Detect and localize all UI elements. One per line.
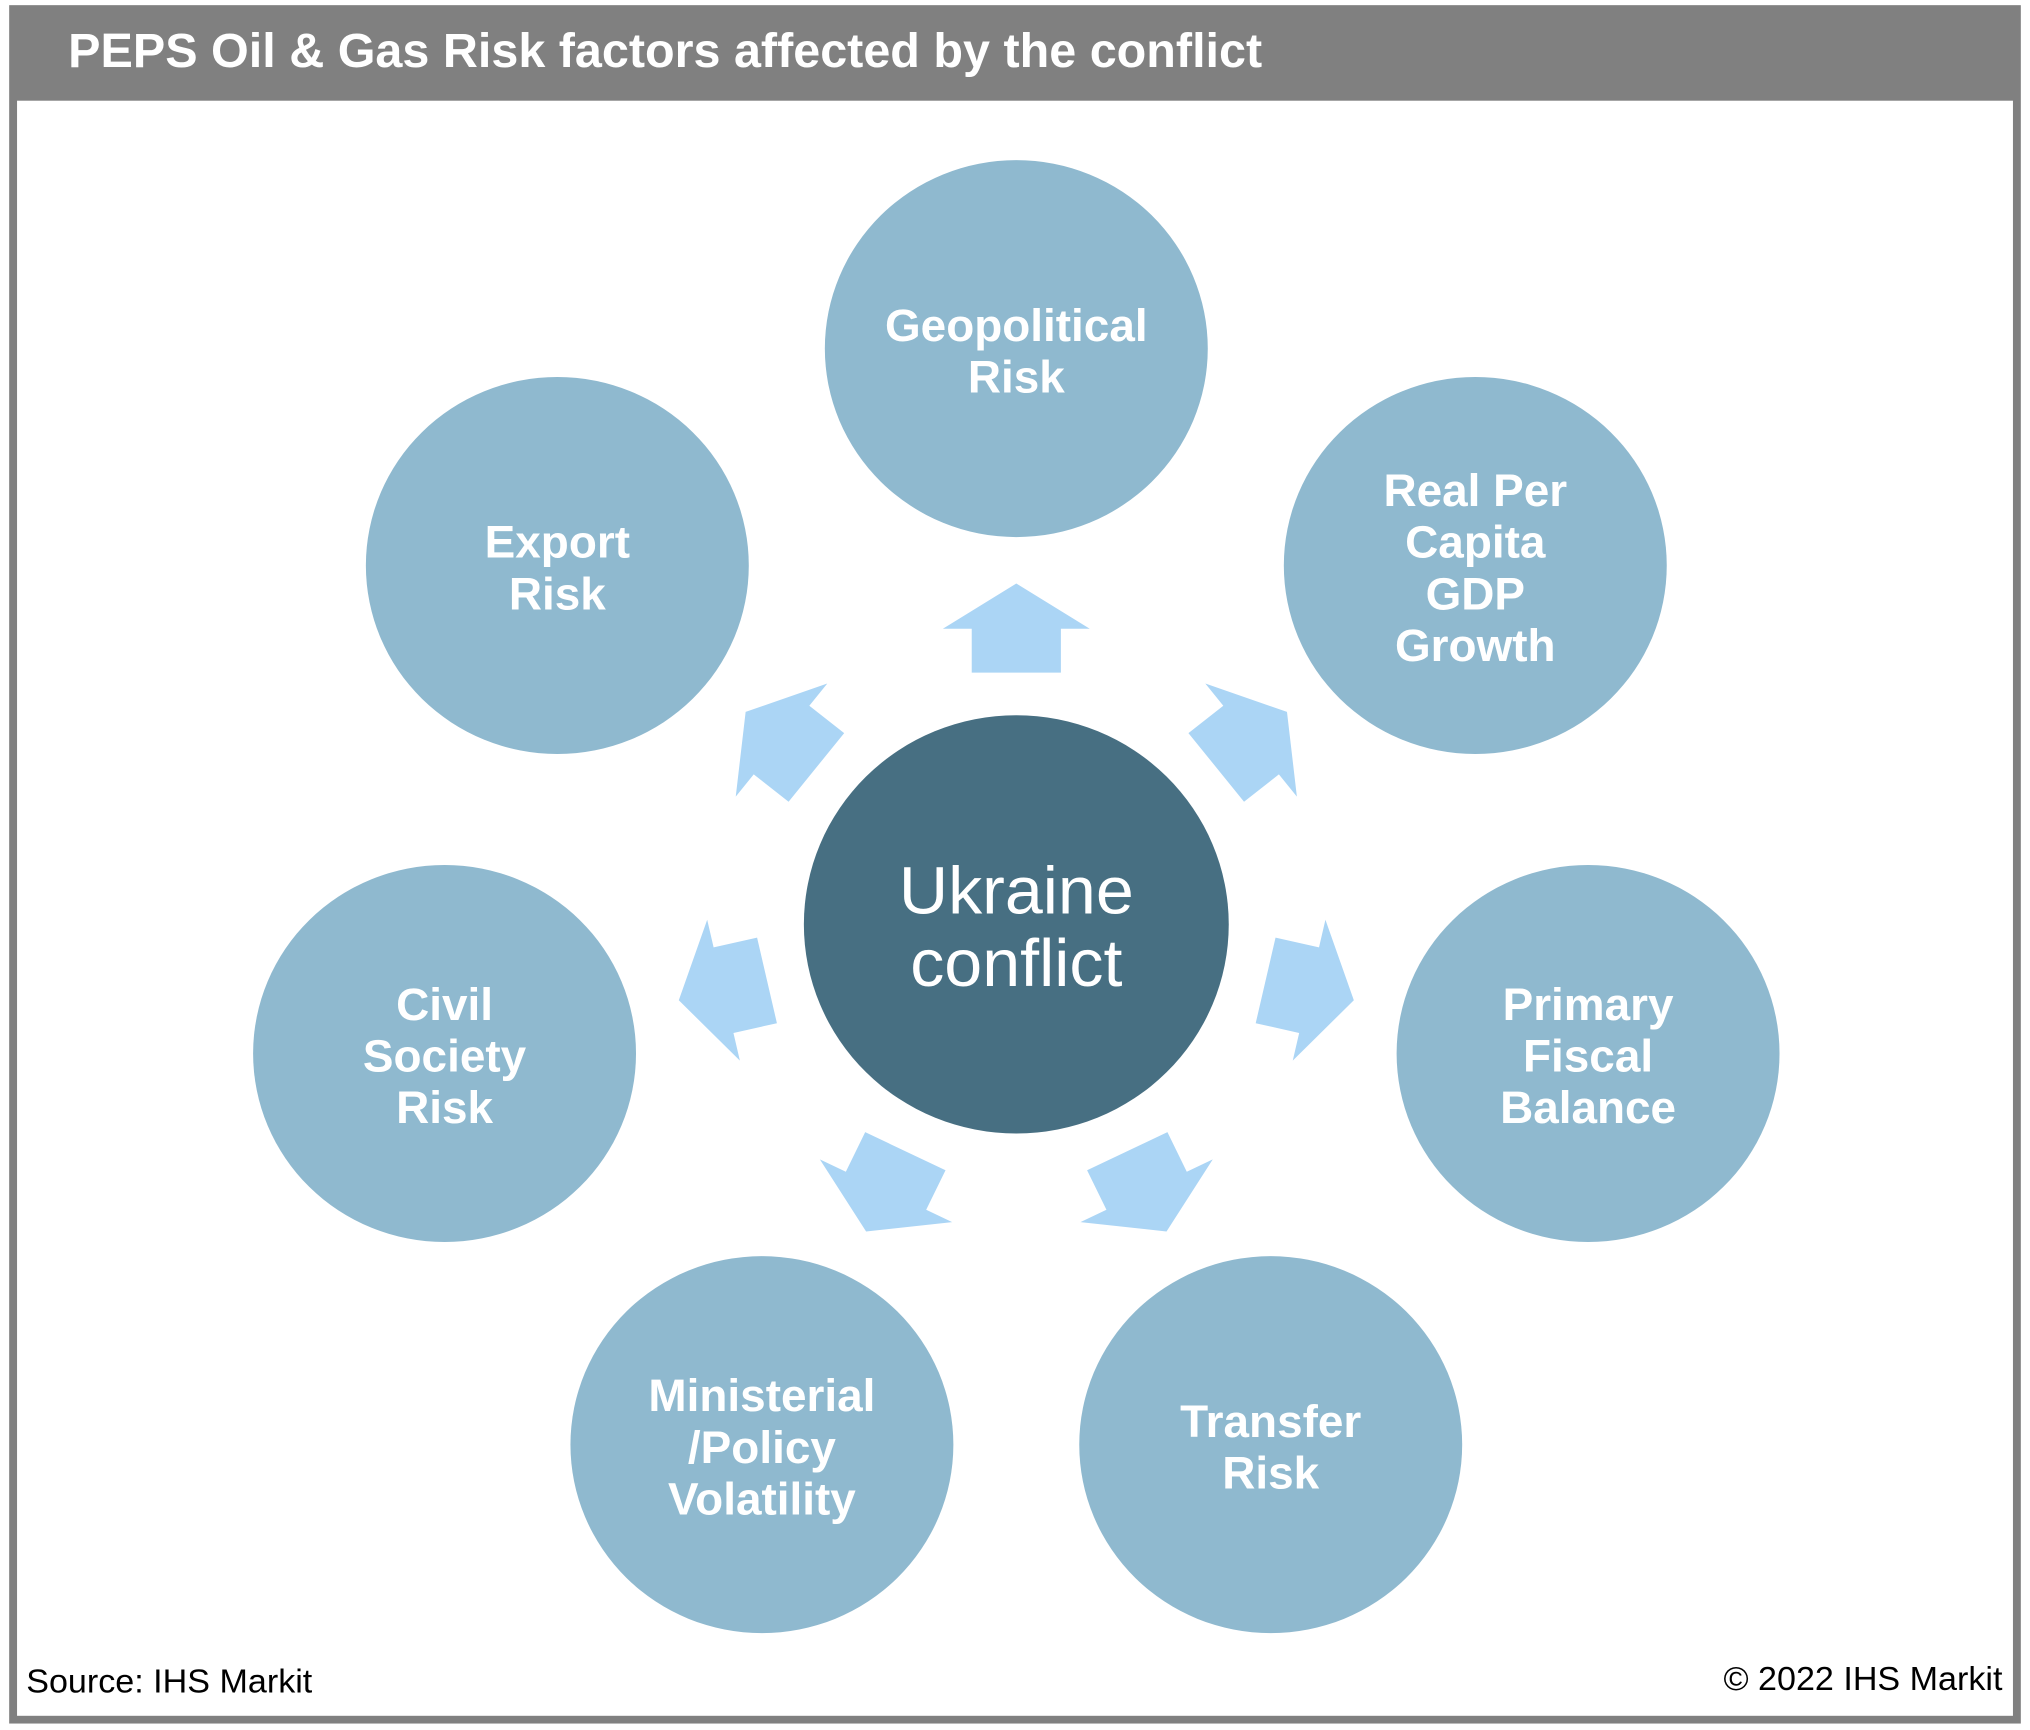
label-line: Ministerial bbox=[648, 1370, 875, 1421]
label-line: /Policy bbox=[688, 1422, 837, 1473]
label-line: conflict bbox=[910, 926, 1122, 1000]
label-line: Ukraine bbox=[899, 854, 1134, 928]
label-line: Transfer bbox=[1180, 1396, 1361, 1447]
label-line: Capita bbox=[1405, 517, 1546, 568]
label-line: Geopolitical bbox=[885, 300, 1148, 351]
label-line: Risk bbox=[1222, 1448, 1320, 1499]
title-bar bbox=[13, 9, 2017, 101]
arrow-0 bbox=[942, 583, 1090, 673]
factor-circle bbox=[1396, 865, 1780, 1242]
factor-circle bbox=[365, 376, 749, 754]
factor-circle bbox=[1079, 1256, 1463, 1634]
factor-circle bbox=[1283, 376, 1667, 754]
label-line: GDP bbox=[1426, 569, 1525, 620]
label-line: Balance bbox=[1500, 1083, 1676, 1134]
arrow-3 bbox=[1080, 1132, 1213, 1232]
arrow-5 bbox=[678, 919, 777, 1061]
label-line: Risk bbox=[396, 1083, 494, 1134]
label-line: Volatility bbox=[668, 1474, 857, 1525]
factor-circle bbox=[824, 160, 1208, 538]
factor-circle bbox=[253, 865, 637, 1242]
label-line: Fiscal bbox=[1523, 1031, 1653, 1082]
label-line: Growth bbox=[1395, 620, 1556, 671]
label-line: Export bbox=[485, 517, 630, 568]
diagram-title: PEPS Oil & Gas Risk factors affected by … bbox=[68, 24, 1262, 78]
factor-circle bbox=[570, 1256, 954, 1634]
label-line: Primary bbox=[1503, 979, 1675, 1030]
label-line: Risk bbox=[509, 569, 607, 620]
copyright-note: © 2022 IHS Markit bbox=[1723, 1660, 2003, 1698]
center-circle bbox=[803, 715, 1229, 1134]
label-line: Society bbox=[363, 1031, 527, 1082]
arrow-1 bbox=[1188, 683, 1297, 802]
source-note: Source: IHS Markit bbox=[26, 1663, 313, 1701]
arrow-4 bbox=[819, 1132, 953, 1232]
label-line: Civil bbox=[396, 979, 493, 1030]
label-line: Real Per bbox=[1383, 465, 1567, 516]
label-line: Risk bbox=[968, 352, 1066, 403]
arrow-2 bbox=[1255, 919, 1354, 1061]
arrow-6 bbox=[735, 683, 845, 802]
